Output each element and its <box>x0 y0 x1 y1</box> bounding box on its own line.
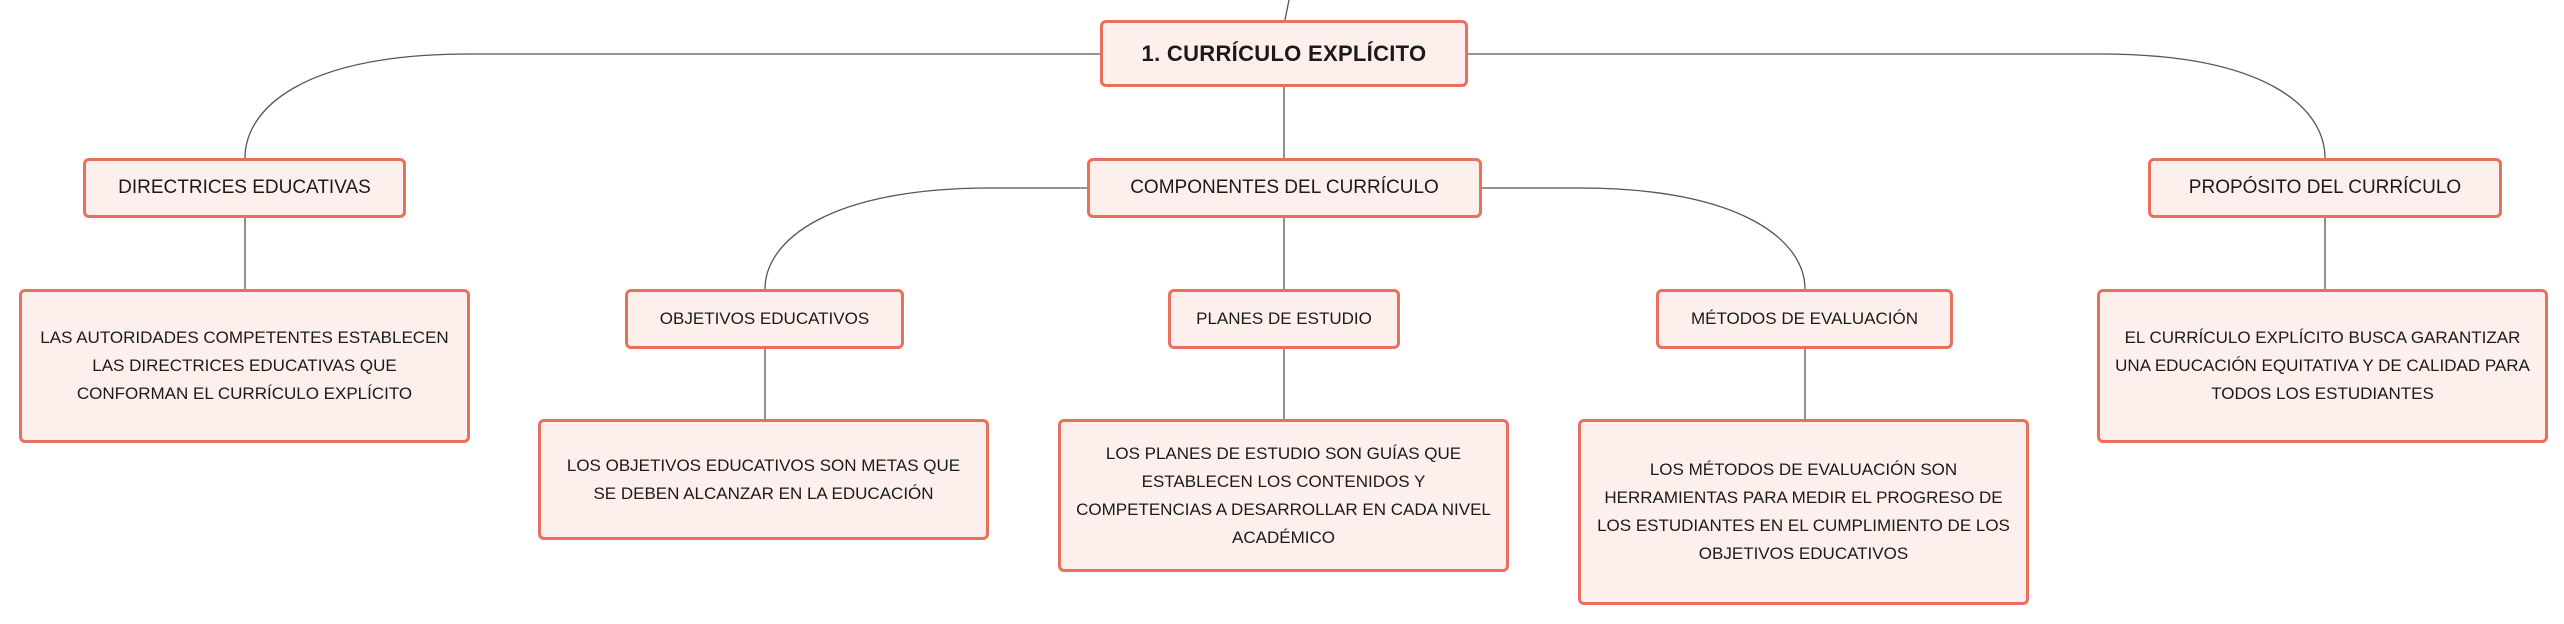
root-node[interactable]: 1. CURRÍCULO EXPLÍCITO <box>1100 20 1468 87</box>
directrices-description-text: LAS AUTORIDADES COMPETENTES ESTABLECEN L… <box>40 328 449 403</box>
planes-description: LOS PLANES DE ESTUDIO SON GUÍAS QUE ESTA… <box>1058 419 1509 572</box>
planes-description-text: LOS PLANES DE ESTUDIO SON GUÍAS QUE ESTA… <box>1076 443 1491 547</box>
connector-root-directrices <box>244 53 1100 159</box>
metodos-label: MÉTODOS DE EVALUACIÓN <box>1690 309 1919 328</box>
connector-parent-root <box>1284 0 1290 21</box>
directrices-node[interactable]: DIRECTRICES EDUCATIVAS <box>83 158 406 218</box>
connector-root-proposito <box>1468 53 2326 159</box>
planes-label: PLANES DE ESTUDIO <box>1196 309 1372 328</box>
connector-componentes-metodos <box>1482 187 1806 290</box>
proposito-description: EL CURRÍCULO EXPLÍCITO BUSCA GARANTIZAR … <box>2097 289 2548 443</box>
componentes-node[interactable]: COMPONENTES DEL CURRÍCULO <box>1087 158 1482 218</box>
metodos-description: LOS MÉTODOS DE EVALUACIÓN SON HERRAMIENT… <box>1578 419 2029 605</box>
root-label: 1. CURRÍCULO EXPLÍCITO <box>1141 40 1427 66</box>
objetivos-description: LOS OBJETIVOS EDUCATIVOS SON METAS QUE S… <box>538 419 989 540</box>
objetivos-node[interactable]: OBJETIVOS EDUCATIVOS <box>625 289 904 349</box>
proposito-label: PROPÓSITO DEL CURRÍCULO <box>2188 177 2462 198</box>
objetivos-description-text: LOS OBJETIVOS EDUCATIVOS SON METAS QUE S… <box>566 455 961 503</box>
metodos-description-text: LOS MÉTODOS DE EVALUACIÓN SON HERRAMIENT… <box>1597 460 2010 563</box>
connector-componentes-objetivos <box>764 187 1087 290</box>
objetivos-label: OBJETIVOS EDUCATIVOS <box>659 309 870 328</box>
planes-node[interactable]: PLANES DE ESTUDIO <box>1168 289 1400 349</box>
proposito-description-text: EL CURRÍCULO EXPLÍCITO BUSCA GARANTIZAR … <box>2115 328 2530 403</box>
componentes-label: COMPONENTES DEL CURRÍCULO <box>1130 177 1439 198</box>
directrices-description: LAS AUTORIDADES COMPETENTES ESTABLECEN L… <box>19 289 470 443</box>
directrices-label: DIRECTRICES EDUCATIVAS <box>118 177 371 198</box>
metodos-node[interactable]: MÉTODOS DE EVALUACIÓN <box>1656 289 1953 349</box>
proposito-node[interactable]: PROPÓSITO DEL CURRÍCULO <box>2148 158 2502 218</box>
